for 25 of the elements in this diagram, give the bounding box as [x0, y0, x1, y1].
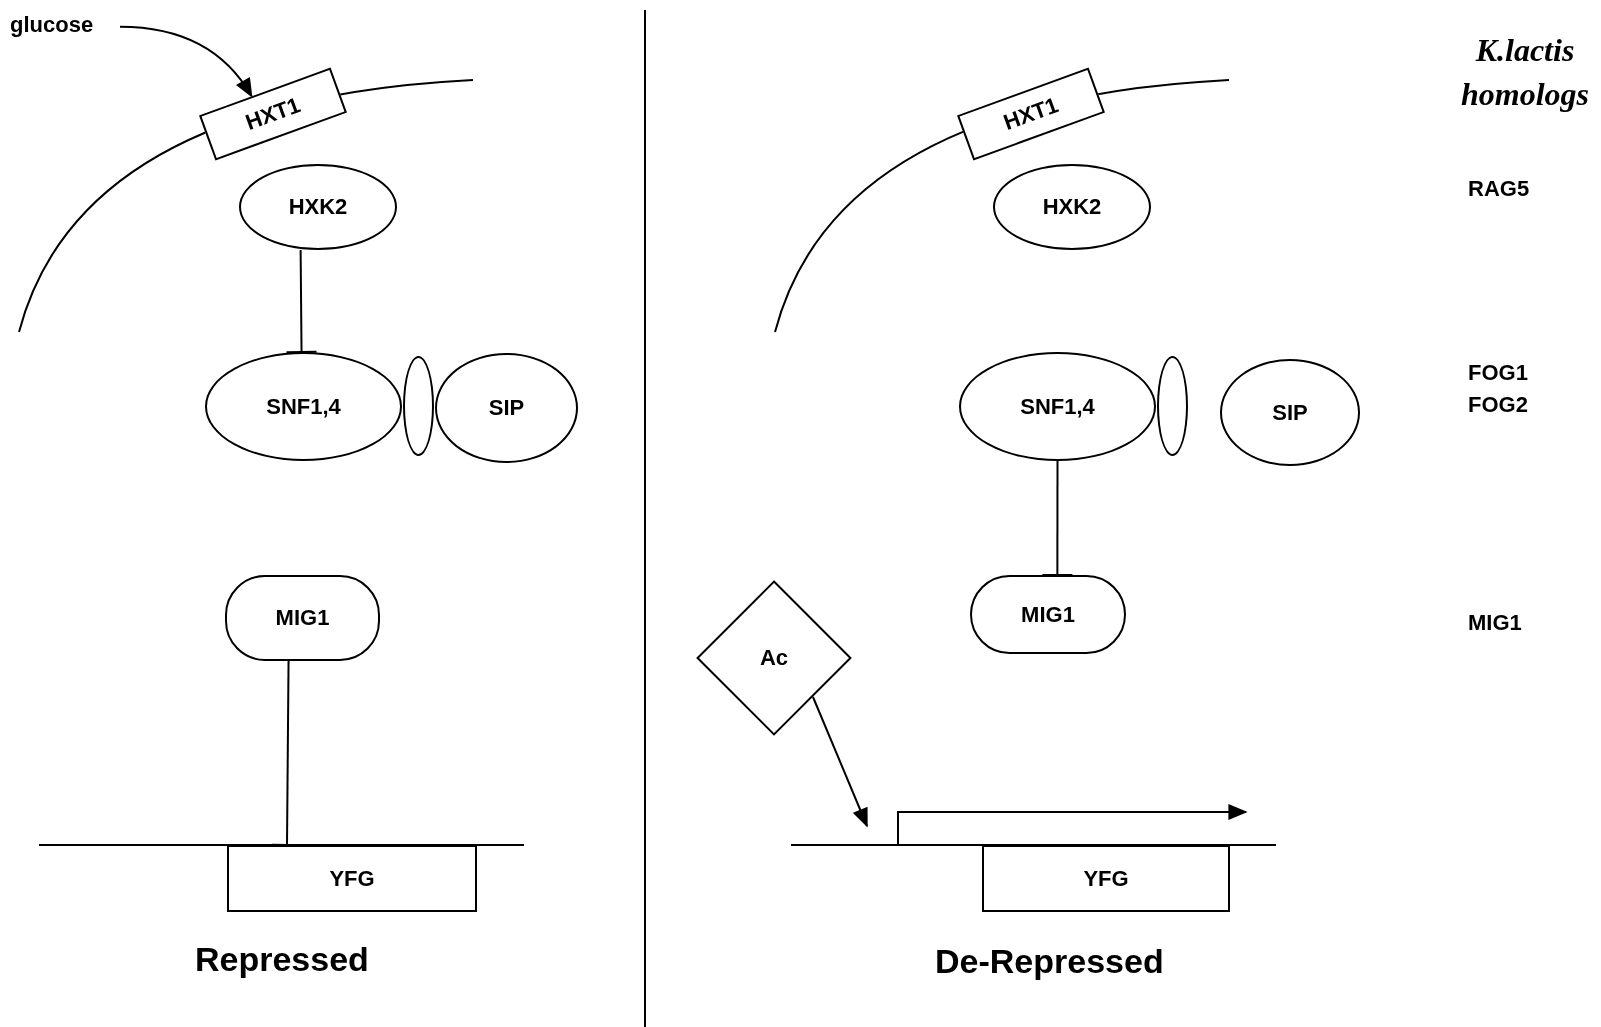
inhibition-line	[285, 249, 318, 354]
protein-pill: MIG1	[225, 575, 380, 661]
protein-ellipse: SNF1,4	[205, 352, 402, 461]
inhibition-line	[1041, 460, 1074, 576]
transporter-box: HXT1	[199, 67, 347, 161]
transporter-box: HXT1	[957, 67, 1105, 161]
protein-ellipse: HXK2	[239, 164, 397, 250]
gene-box: YFG	[982, 845, 1230, 912]
panel-caption: Repressed	[195, 940, 369, 979]
homolog-name: RAG5	[1468, 176, 1530, 202]
homolog-name: FOG1	[1468, 360, 1528, 386]
metabolite-label: glucose	[10, 8, 120, 42]
protein-ellipse: HXK2	[993, 164, 1151, 250]
homolog-name: FOG2	[1468, 392, 1528, 418]
panel-caption: De-Repressed	[935, 942, 1164, 981]
protein-pill: MIG1	[970, 575, 1126, 654]
arrow	[812, 696, 868, 828]
arrow	[119, 25, 253, 98]
protein-ellipse: SIP	[1220, 359, 1360, 466]
protein-ellipse: SNF1,4	[959, 352, 1156, 461]
activator-diamond: Ac	[696, 580, 852, 736]
protein-ellipse: SIP	[435, 353, 578, 463]
homologs-heading: K.lactis homologs	[1460, 31, 1590, 114]
homolog-name: MIG1	[1468, 610, 1522, 636]
gene-box: YFG	[227, 845, 477, 912]
